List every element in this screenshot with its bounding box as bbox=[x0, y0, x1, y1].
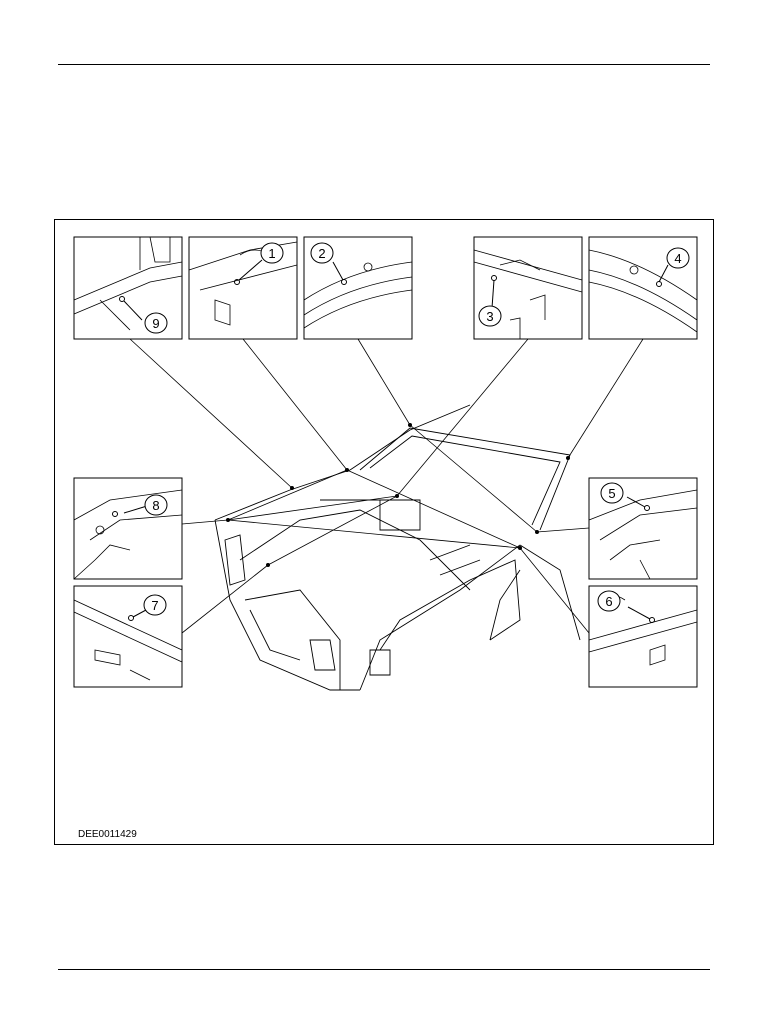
detail-box-8 bbox=[73, 477, 183, 580]
callout-8-circle bbox=[144, 494, 168, 516]
callout-8-label: 8 bbox=[152, 498, 159, 513]
callout-7-label: 7 bbox=[151, 598, 158, 613]
callout-7-circle bbox=[143, 594, 167, 616]
marker-points bbox=[226, 423, 570, 567]
callout-3-label: 3 bbox=[486, 309, 493, 324]
callout-9-circle bbox=[144, 312, 168, 334]
callout-3-circle bbox=[478, 305, 502, 327]
detail-sketches bbox=[73, 236, 698, 681]
detail-box-9 bbox=[73, 236, 183, 340]
detail-box-7 bbox=[73, 585, 183, 688]
callout-6-circle bbox=[597, 590, 621, 612]
callout-9-label: 9 bbox=[152, 316, 159, 331]
callout-2-label: 2 bbox=[318, 246, 325, 261]
callout-4-label: 4 bbox=[674, 251, 681, 266]
callout-1-circle bbox=[260, 242, 284, 264]
figure-code: DEE0011429 bbox=[78, 829, 137, 840]
callout-arrows bbox=[123, 259, 669, 620]
vehicle-body-sketch bbox=[214, 404, 581, 691]
figure-frame bbox=[54, 219, 714, 845]
detail-box-6 bbox=[588, 585, 698, 688]
callout-6-label: 6 bbox=[605, 594, 612, 609]
callout-4-circle bbox=[666, 247, 690, 269]
detail-box-5 bbox=[588, 477, 698, 580]
callout-5-label: 5 bbox=[608, 486, 615, 501]
callout-1-label: 1 bbox=[268, 246, 275, 261]
callout-2-circle bbox=[310, 242, 334, 264]
footer-rule bbox=[58, 969, 710, 970]
leader-lines bbox=[129, 338, 644, 634]
callout-5-circle bbox=[600, 482, 624, 504]
header-rule bbox=[58, 64, 710, 65]
callout-circles bbox=[143, 242, 690, 616]
